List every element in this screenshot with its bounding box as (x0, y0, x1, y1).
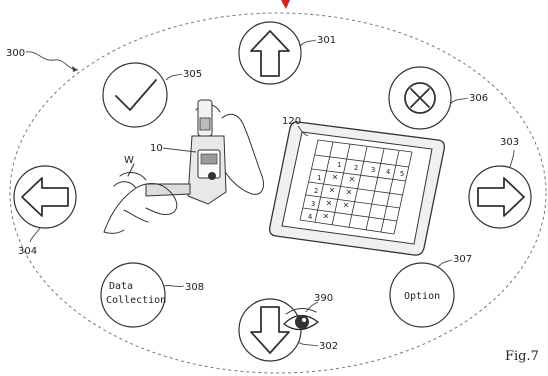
x-icon-ring (404, 82, 436, 114)
eye-glint (302, 318, 306, 322)
dashed-region-ellipse (9, 12, 547, 374)
data-ref-leader (163, 284, 185, 288)
left-ref-leader (29, 227, 41, 243)
check-button[interactable] (102, 62, 168, 128)
eye-brow (285, 308, 317, 315)
tablet-table-marks (323, 174, 355, 219)
arrow-left-icon (21, 177, 69, 217)
right-ref-leader (509, 149, 515, 168)
data-collection-label-line2: Collection (106, 295, 166, 306)
right-hand (221, 113, 265, 195)
left-ref-label: 304 (18, 246, 37, 257)
table-row-label: 3 (311, 200, 315, 208)
tablet-screen (281, 131, 433, 245)
tablet-device: 1 2 3 4 5 1 2 3 4 (268, 121, 446, 256)
eye-ref-label: 390 (314, 293, 333, 304)
eye-pupil (295, 315, 309, 329)
left-hand-wrist (103, 229, 125, 234)
option-ref-leader (437, 259, 453, 268)
data-collection-button[interactable]: Data Collection (100, 262, 166, 328)
workpiece-ref-label: W (124, 155, 134, 166)
micrometer-dial (208, 172, 216, 180)
option-button[interactable]: Option (389, 262, 455, 328)
option-label: Option (404, 291, 440, 302)
left-arrow-button[interactable] (13, 165, 77, 229)
table-row-label: 4 (308, 213, 312, 221)
table-header: 3 (371, 166, 375, 174)
micrometer-thimble (199, 117, 211, 131)
cancel-ref-label: 306 (469, 93, 488, 104)
figure-label: Fig.7 (505, 349, 539, 364)
tablet-table-headers: 1 2 3 4 5 (337, 161, 404, 178)
region-ref-arrowhead (72, 66, 78, 72)
right-arrow-button[interactable] (468, 165, 532, 229)
option-ref-label: 307 (453, 254, 472, 265)
x-icon (410, 88, 430, 108)
data-collection-label-line1: Data (109, 281, 133, 292)
region-ref-label: 300 (6, 48, 25, 59)
workpiece (127, 163, 135, 177)
device-ref-label: 10 (150, 143, 163, 154)
left-hand (103, 183, 178, 233)
tablet-ref-leader (297, 125, 309, 137)
arrow-down-icon (250, 306, 290, 354)
tablet-ref-label: 120 (282, 116, 301, 127)
check-icon (115, 79, 157, 111)
up-ref-leader (299, 39, 317, 47)
table-row-label: 1 (317, 174, 321, 182)
eye-gaze (283, 308, 319, 331)
micrometer-screen (200, 153, 218, 165)
device-ref-leader (162, 147, 197, 153)
cancel-button[interactable] (388, 66, 452, 130)
tablet-table (299, 139, 413, 235)
table-header: 4 (386, 168, 390, 176)
down-ref-label: 302 (319, 341, 338, 352)
table-row-label: 2 (314, 187, 318, 195)
eye-ref-leader (305, 301, 319, 313)
table-header: 2 (354, 164, 358, 172)
data-ref-label: 308 (185, 282, 204, 293)
up-ref-label: 301 (317, 35, 336, 46)
tablet-table-rows: 1 2 3 4 (308, 174, 321, 221)
up-arrow-button[interactable] (238, 21, 302, 85)
red-pointer-mark (281, 0, 290, 9)
left-hand-fingers (113, 172, 149, 223)
right-ref-label: 303 (500, 137, 519, 148)
check-ref-leader (165, 73, 183, 81)
down-ref-leader (297, 341, 319, 347)
arrow-up-icon (250, 30, 290, 77)
region-ref-leader (25, 51, 79, 71)
hands-with-micrometer (103, 99, 265, 234)
down-arrow-button[interactable] (238, 298, 302, 362)
table-header: 5 (400, 170, 404, 178)
arrow-right-icon (477, 177, 525, 217)
cancel-ref-leader (449, 97, 469, 105)
check-ref-label: 305 (183, 69, 202, 80)
table-header: 1 (337, 161, 341, 169)
